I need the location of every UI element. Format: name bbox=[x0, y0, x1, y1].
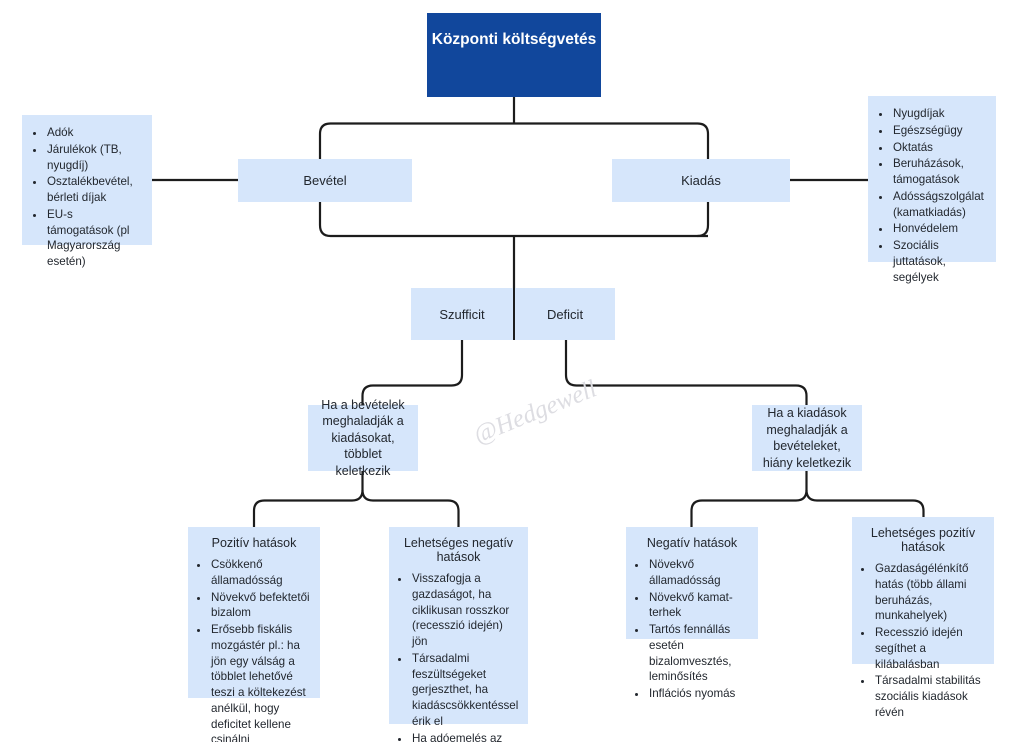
node-expenditure-items[interactable]: Nyugdíjak Egészségügy Oktatás Beruházáso… bbox=[868, 96, 996, 284]
node-surplus-definition-text: Ha a bevételek meghaladják a kiadásokat,… bbox=[321, 397, 405, 478]
deficit-positive-list: Gazdaságélénkítő hatás (több állami beru… bbox=[852, 561, 994, 721]
list-item: Egészségügy bbox=[892, 123, 986, 139]
node-root-budget[interactable]: Központi költségvetés bbox=[427, 13, 601, 97]
node-revenue-sources[interactable]: Adók Járulékok (TB, nyugdíj) Osztalékbev… bbox=[22, 115, 152, 268]
node-surplus-positive-effects[interactable]: Pozitív hatások Csökkenő államadósság Nö… bbox=[188, 527, 320, 742]
node-root-label: Központi költségvetés bbox=[431, 31, 597, 48]
list-item: Tartós fennállás esetén bizalomvesztés, … bbox=[648, 622, 750, 685]
node-deficit-positive-title: Lehetséges pozitív hatások bbox=[870, 526, 976, 554]
node-expenditure-label: Kiadás bbox=[681, 173, 721, 188]
list-item: Nyugdíjak bbox=[892, 106, 986, 122]
node-revenue-label: Bevétel bbox=[303, 173, 347, 188]
connector-surplus-elbow bbox=[361, 340, 464, 405]
expenditure-item-list: Nyugdíjak Egészségügy Oktatás Beruházáso… bbox=[872, 106, 990, 285]
list-item: Osztalékbevétel, bérleti díjak bbox=[46, 174, 142, 206]
list-item: Oktatás bbox=[892, 140, 986, 156]
watermark: @Hedgewell bbox=[470, 375, 601, 450]
list-item: Csökkenő államadósság bbox=[210, 557, 312, 589]
list-item: Szociális juttatások, segélyek bbox=[892, 238, 986, 285]
list-item: Növekvő befektetői bizalom bbox=[210, 590, 312, 622]
node-revenue[interactable]: Bevétel bbox=[238, 159, 412, 202]
list-item: Gazdaságélénkítő hatás (több állami beru… bbox=[874, 561, 986, 624]
list-item: Inflációs nyomás bbox=[648, 686, 750, 702]
list-item: Társadalmi stabilitás szociális kiadások… bbox=[874, 673, 986, 720]
list-item: Növekvő államadósság bbox=[648, 557, 750, 589]
node-surplus-label: Szufficit bbox=[439, 306, 485, 322]
node-expenditure[interactable]: Kiadás bbox=[612, 159, 790, 202]
connector-surplus-fork bbox=[252, 471, 364, 527]
surplus-negative-list: Visszafogja a gazdaságot, ha ciklikusan … bbox=[389, 571, 528, 742]
list-item: Járulékok (TB, nyugdíj) bbox=[46, 142, 142, 174]
connector-bus-bottom-right bbox=[697, 202, 710, 238]
list-item: Társadalmi feszültségeket gerjeszthet, h… bbox=[411, 651, 520, 730]
node-deficit-label: Deficit bbox=[546, 306, 584, 322]
list-item: Erősebb fiskális mozgástér pl.: ha jön e… bbox=[210, 622, 312, 742]
list-item: Ha adóemelés az eszköz az a belső keresl… bbox=[411, 731, 520, 742]
node-surplus-positive-title: Pozitív hatások bbox=[211, 536, 297, 550]
node-deficit[interactable]: Deficit bbox=[515, 288, 615, 340]
node-deficit-definition[interactable]: Ha a kiadások meghaladják a bevételeket,… bbox=[752, 405, 862, 471]
node-deficit-positive-effects[interactable]: Lehetséges pozitív hatások Gazdaságélénk… bbox=[852, 517, 994, 719]
list-item: Adók bbox=[46, 125, 142, 141]
node-surplus-definition[interactable]: Ha a bevételek meghaladják a kiadásokat,… bbox=[308, 398, 418, 478]
node-deficit-definition-text: Ha a kiadások meghaladják a bevételeket,… bbox=[762, 406, 852, 470]
list-item: Beruházások, támogatások bbox=[892, 156, 986, 188]
connector-bus-bottom bbox=[318, 202, 708, 238]
list-item: EU-s támogatások (pl Magyarország esetén… bbox=[46, 207, 142, 270]
list-item: Növekvő kamat-terhek bbox=[648, 590, 750, 622]
surplus-positive-list: Csökkenő államadósság Növekvő befektetői… bbox=[188, 557, 320, 742]
list-item: Honvédelem bbox=[892, 221, 986, 237]
list-item: Adósságszolgálat (kamatkiadás) bbox=[892, 189, 986, 221]
revenue-source-list: Adók Járulékok (TB, nyugdíj) Osztalékbev… bbox=[26, 125, 146, 270]
connector-deficit-elbow bbox=[564, 340, 808, 405]
node-deficit-negative-effects[interactable]: Negatív hatások Növekvő államadósság Növ… bbox=[626, 527, 758, 700]
list-item: Recesszió idején segíthet a kilábalásban bbox=[874, 625, 986, 672]
node-surplus-negative-effects[interactable]: Lehetséges negatív hatások Visszafogja a… bbox=[389, 527, 528, 742]
connector-surplus-fork-right bbox=[361, 489, 460, 527]
node-deficit-negative-title: Negatív hatások bbox=[646, 536, 738, 550]
node-surplus[interactable]: Szufficit bbox=[411, 288, 513, 340]
deficit-negative-list: Növekvő államadósság Növekvő kamat-terhe… bbox=[626, 557, 758, 702]
connector-deficit-fork bbox=[690, 471, 808, 527]
list-item: Visszafogja a gazdaságot, ha ciklikusan … bbox=[411, 571, 520, 650]
node-surplus-negative-title: Lehetséges negatív hatások bbox=[403, 536, 514, 564]
